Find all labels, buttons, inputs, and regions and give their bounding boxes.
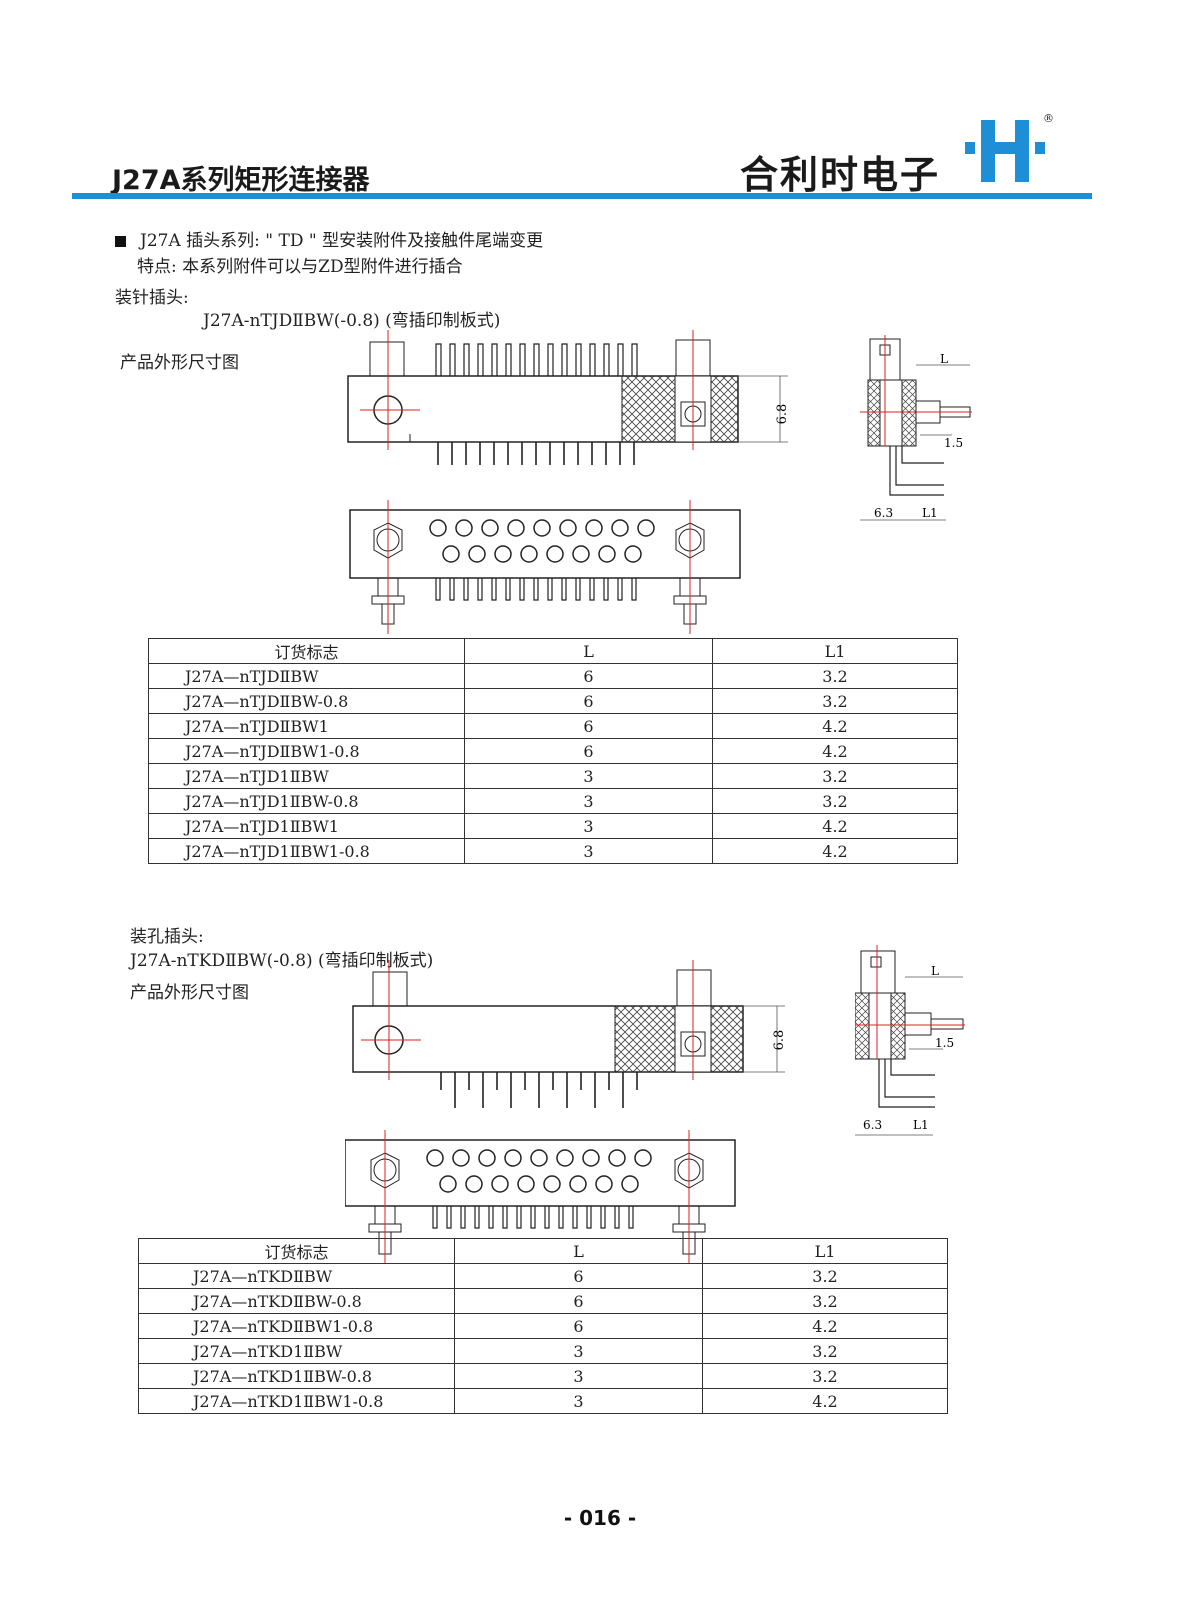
pin-plug-model: J27A-nTJDⅡBW(-0.8) (弯插印制板式): [203, 311, 501, 331]
table-cell: 3.2: [712, 688, 958, 714]
table-cell: 4.2: [712, 838, 958, 864]
table-cell: 3: [454, 1388, 703, 1414]
dim-width-label: 6.3: [874, 506, 893, 520]
pin-plug-side-drawing: L 1.5 6.3 L1: [860, 335, 972, 521]
dim-gap-label-2: 1.5: [935, 1036, 954, 1050]
bullet-square-icon: [115, 236, 126, 247]
table-cell: 6: [464, 688, 713, 714]
page-number: - 016 -: [563, 1506, 637, 1530]
header-rule: [72, 193, 1092, 199]
dim-L-label: L: [940, 352, 948, 366]
table-cell: 6: [454, 1263, 703, 1289]
registered-mark: ®: [1043, 112, 1054, 125]
socket-plug-subhead: 装孔插头:: [130, 927, 204, 947]
pin-plug-subhead: 装针插头:: [115, 288, 189, 308]
dim-L1-label: L1: [922, 506, 938, 520]
table-cell: 4.2: [712, 713, 958, 739]
dim-L1-label-2: L1: [913, 1118, 929, 1132]
col-header-order-code: 订货标志: [138, 1238, 455, 1264]
table-cell: J27A—nTJD1ⅡBW1: [148, 813, 465, 839]
table-header-row: 订货标志 L L1: [138, 1238, 948, 1264]
table-cell: 4.2: [712, 738, 958, 764]
table-cell: 4.2: [702, 1388, 948, 1414]
table-cell: J27A—nTJDⅡBW: [148, 663, 465, 689]
table-cell: 3.2: [712, 763, 958, 789]
table-cell: 3: [464, 813, 713, 839]
socket-plug-side-drawing: L 1.5 6.3 L1: [855, 945, 965, 1136]
col-header-L: L: [464, 638, 713, 664]
socket-plug-front-drawing: 6.8: [345, 960, 787, 1264]
table-cell: 3: [454, 1363, 703, 1389]
company-logo: ®: [965, 112, 1054, 182]
table-cell: 3.2: [702, 1338, 948, 1364]
table-cell: 3.2: [702, 1263, 948, 1289]
brand-name: 合利时电子: [740, 153, 941, 197]
table-cell: J27A—nTKD1ⅡBW-0.8: [138, 1363, 455, 1389]
table-header-row: 订货标志 L L1: [148, 638, 958, 664]
table-cell: J27A—nTKDⅡBW: [138, 1263, 455, 1289]
table-cell: J27A—nTKD1ⅡBW1-0.8: [138, 1388, 455, 1414]
table-cell: 6: [454, 1313, 703, 1339]
feature-note: 特点: 本系列附件可以与ZD型附件进行插合: [137, 257, 463, 277]
table-cell: J27A—nTKDⅡBW-0.8: [138, 1288, 455, 1314]
dim-L-label-2: L: [931, 964, 939, 978]
table-cell: J27A—nTKD1ⅡBW: [138, 1338, 455, 1364]
col-header-order-code: 订货标志: [148, 638, 465, 664]
dim-height-label: 6.8: [775, 404, 790, 425]
section-heading: J27A 插头系列: " TD " 型安装附件及接触件尾端变更: [115, 226, 543, 251]
drawing-label-2: 产品外形尺寸图: [130, 983, 249, 1003]
page-title: J27A系列矩形连接器: [112, 165, 370, 196]
table-cell: 6: [454, 1288, 703, 1314]
table-cell: 3.2: [702, 1363, 948, 1389]
table-cell: 3: [464, 788, 713, 814]
dim-width-label-2: 6.3: [863, 1118, 882, 1132]
col-header-L1: L1: [712, 638, 958, 664]
table-cell: 4.2: [702, 1313, 948, 1339]
table-cell: 3: [464, 838, 713, 864]
table-cell: J27A—nTJD1ⅡBW1-0.8: [148, 838, 465, 864]
table-cell: J27A—nTJD1ⅡBW: [148, 763, 465, 789]
table-cell: J27A—nTJDⅡBW-0.8: [148, 688, 465, 714]
table-cell: 6: [464, 663, 713, 689]
table-cell: 3: [464, 763, 713, 789]
dim-height-label-2: 6.8: [772, 1030, 787, 1051]
col-header-L: L: [454, 1238, 703, 1264]
table-cell: 3: [454, 1338, 703, 1364]
table-cell: J27A—nTKDⅡBW1-0.8: [138, 1313, 455, 1339]
table-cell: 3.2: [702, 1288, 948, 1314]
table-cell: 6: [464, 713, 713, 739]
dim-gap-label: 1.5: [944, 436, 963, 450]
table-cell: 6: [464, 738, 713, 764]
table-cell: 3.2: [712, 663, 958, 689]
table-cell: J27A—nTJDⅡBW1-0.8: [148, 738, 465, 764]
drawing-label: 产品外形尺寸图: [120, 353, 239, 373]
col-header-L1: L1: [702, 1238, 948, 1264]
table-cell: J27A—nTJDⅡBW1: [148, 713, 465, 739]
table-cell: J27A—nTJD1ⅡBW-0.8: [148, 788, 465, 814]
table-cell: 4.2: [712, 813, 958, 839]
table-cell: 3.2: [712, 788, 958, 814]
pin-plug-front-drawing: 6.8: [347, 330, 790, 634]
socket-plug-model: J27A-nTKDⅡBW(-0.8) (弯插印制板式): [130, 951, 434, 971]
